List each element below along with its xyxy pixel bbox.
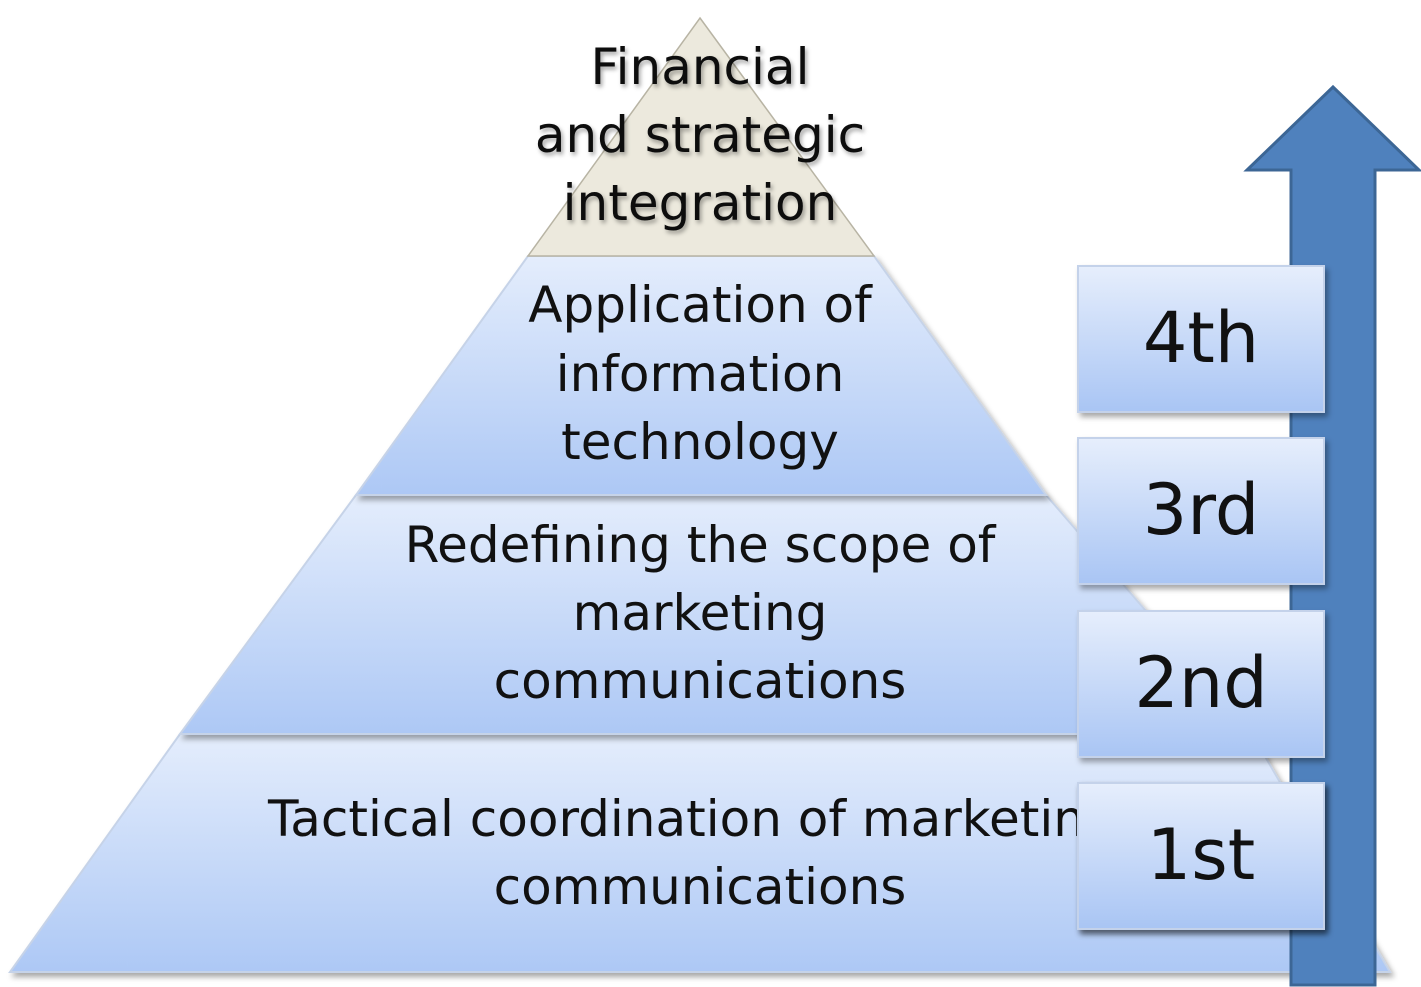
rank-label-3rd: 3rd <box>1143 469 1260 551</box>
tier-2-label: Redefining the scope of marketing commun… <box>405 516 997 710</box>
tier-3-line-3: technology <box>561 413 839 471</box>
top-tier-line-2: and strategic <box>535 106 865 164</box>
rank-label-1st-overlay: 1st <box>1147 814 1255 896</box>
rank-box-3rd: 3rd <box>1077 437 1325 585</box>
upward-arrow <box>1243 84 1421 987</box>
rank-label-4th: 4th <box>1143 297 1259 379</box>
tier-3-label: Application of information technology <box>528 276 873 471</box>
arrow-shape <box>1243 84 1421 987</box>
tier-1-line-1: Tactical coordination of marketin <box>267 790 1085 848</box>
rank-label-2nd: 2nd <box>1134 642 1267 724</box>
tier-1-line-2: communications <box>494 858 907 916</box>
tier-2-line-1: Redefining the scope of <box>405 516 997 574</box>
tier-2-line-2: marketing <box>573 584 828 642</box>
tier-top-shape <box>526 16 876 257</box>
top-tier-line-1: Financial <box>591 38 810 96</box>
rank-box-1st-overlay: 1st <box>1077 782 1325 930</box>
top-tier-line-3: integration <box>563 174 838 232</box>
pyramid <box>8 16 1392 973</box>
tier-3-line-1: Application of <box>528 276 873 334</box>
tier-2-line-3: communications <box>494 652 907 710</box>
rank-box-4th: 4th <box>1077 265 1325 413</box>
tier-1-label: Tactical coordination of marketin commun… <box>267 790 1085 916</box>
tier-3-line-2: information <box>556 345 845 403</box>
top-tier-label: Financial and strategic integration <box>535 38 865 232</box>
rank-box-2nd: 2nd <box>1077 610 1325 758</box>
